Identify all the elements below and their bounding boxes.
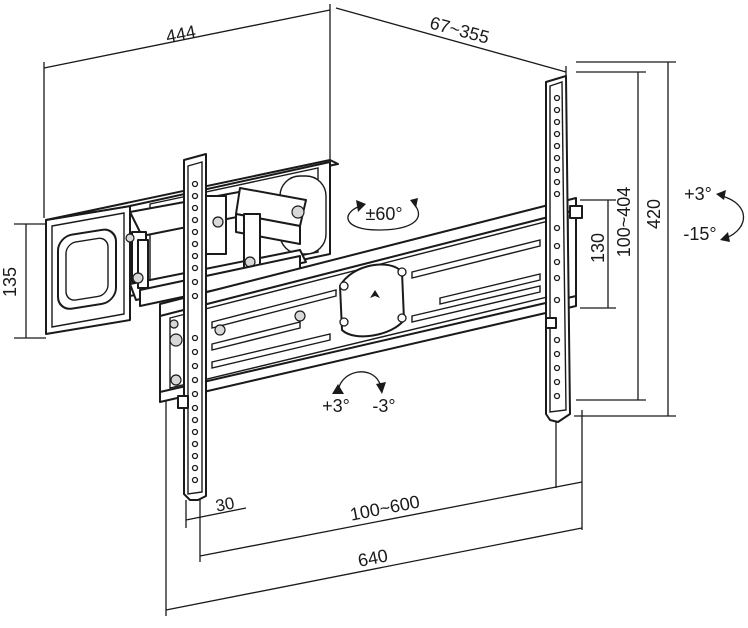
right-vertical-bracket xyxy=(545,75,583,423)
dimension-labels: 444 67~355 135 ±60° +3° -15° 130 100~404… xyxy=(0,13,717,571)
label-rail-height: 420 xyxy=(644,199,664,229)
label-wall-plate-height: 135 xyxy=(0,267,20,297)
dimension-lines xyxy=(14,4,676,616)
label-swivel: ±60° xyxy=(365,204,402,224)
label-rotate-plus: +3° xyxy=(322,396,350,416)
left-vertical-bracket xyxy=(177,153,207,501)
right-bracket-holes xyxy=(553,94,561,400)
rotation-arrow xyxy=(332,371,386,394)
left-bracket-holes xyxy=(191,180,199,484)
label-arm-depth: 444 xyxy=(164,21,197,46)
label-rail-spacing: 130 xyxy=(588,233,608,263)
tilt-arrow xyxy=(716,190,745,242)
label-rotate-minus: -3° xyxy=(372,396,395,416)
label-tilt-up: +3° xyxy=(684,184,712,204)
label-vertical-vesa: 100~404 xyxy=(614,187,634,258)
label-edge-offset: 30 xyxy=(214,493,236,515)
horizontal-mounting-rail xyxy=(159,197,577,403)
label-tilt-down: -15° xyxy=(683,224,716,244)
swivel-arrow xyxy=(347,198,420,231)
